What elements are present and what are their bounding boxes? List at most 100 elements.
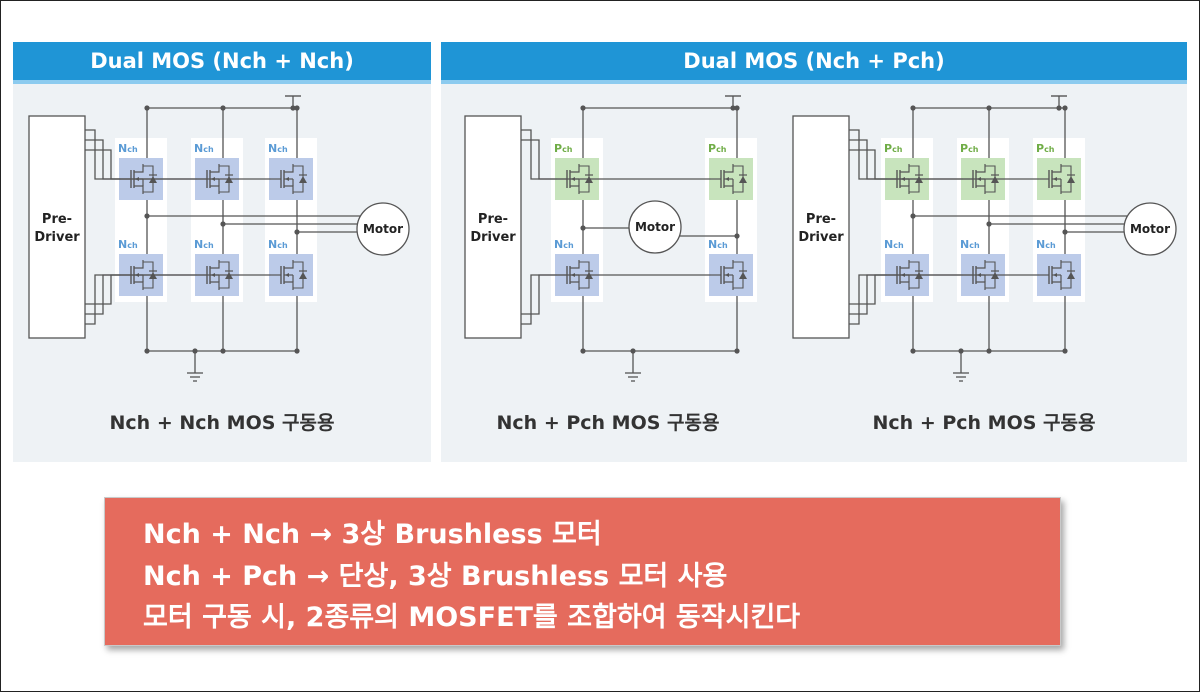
mosfet-type-label: Pch: [554, 142, 573, 155]
pre-driver-label: Pre-: [42, 212, 72, 227]
pre-driver-label: Driver: [798, 230, 844, 245]
junction-dot: [1062, 348, 1068, 354]
mosfet-drain: [284, 260, 294, 269]
mosfet-drain: [724, 260, 734, 269]
mosfet-type-label: Pch: [708, 142, 727, 155]
mosfet-drain: [900, 260, 910, 269]
mosfet-drain: [976, 164, 986, 173]
junction-dot: [1056, 105, 1062, 111]
pre-driver-block: [792, 115, 850, 339]
mosfet-drain: [210, 260, 220, 269]
panel-caption-three-phase: Nch + Pch MOS 구동용: [872, 412, 1096, 434]
mosfet-arrow: [285, 273, 289, 277]
mosfet-type-label: Pch: [1036, 142, 1055, 155]
junction-dot: [910, 105, 916, 111]
mosfet-type-label: Nch: [960, 238, 980, 251]
wire: [85, 149, 271, 180]
mosfet-type-label: Nch: [1036, 238, 1056, 251]
junction-dot: [290, 105, 296, 111]
mosfet-type-label: Nch: [268, 238, 288, 251]
panel-header-strip: [13, 80, 431, 84]
junction-dot: [144, 348, 150, 354]
motor-symbol: [1123, 202, 1177, 256]
mosfet-type-label: Pch: [884, 142, 903, 155]
mosfet-diode: [1067, 272, 1075, 279]
mosfet-type-label: Nch: [118, 142, 138, 155]
mosfet-drain: [570, 164, 580, 173]
wire: [521, 274, 711, 315]
mosfet-diode: [1067, 176, 1075, 183]
mosfet-type-label: Nch: [554, 238, 574, 251]
mosfet-diode: [739, 176, 747, 183]
junction-dot: [580, 105, 586, 111]
panel-title: Dual MOS (Nch + Pch): [441, 42, 1187, 80]
motor-symbol: [628, 200, 682, 254]
callout-line-1: Nch + Nch → 3상 Brushless 모터: [143, 519, 602, 550]
callout-line-2: Nch + Pch → 단상, 3상 Brushless 모터 사용: [143, 561, 728, 592]
mosfet-type-label: Nch: [708, 238, 728, 251]
panel-title-text: Dual MOS (Nch + Nch): [90, 49, 354, 73]
mosfet-drain: [900, 164, 910, 173]
junction-dot: [220, 348, 226, 354]
pre-driver-label: Driver: [470, 230, 516, 245]
junction-dot: [294, 348, 300, 354]
motor-symbol: [356, 202, 410, 256]
mosfet-type-label: Nch: [194, 142, 214, 155]
mosfet-type-label: Nch: [118, 238, 138, 251]
mosfet-arrow: [725, 273, 729, 277]
mosfet-type-label: Nch: [268, 142, 288, 155]
panel-title: Dual MOS (Nch + Nch): [13, 42, 431, 80]
junction-dot: [294, 105, 300, 111]
junction-dot: [986, 105, 992, 111]
mosfet-type-label: Pch: [960, 142, 979, 155]
mosfet-drain: [976, 260, 986, 269]
junction-dot: [986, 348, 992, 354]
mosfet-diode: [299, 176, 307, 183]
panel-caption: Nch + Nch MOS 구동용: [109, 412, 335, 434]
panel-caption-single-phase: Nch + Pch MOS 구동용: [496, 412, 720, 434]
pre-driver-block: [464, 115, 522, 339]
mosfet-drain: [284, 164, 294, 173]
mosfet-drain: [134, 164, 144, 173]
mosfet-type-label: Nch: [194, 238, 214, 251]
junction-dot: [1062, 105, 1068, 111]
motor-label: Motor: [1130, 222, 1170, 236]
mosfet-drain: [134, 260, 144, 269]
junction-dot: [220, 105, 226, 111]
mosfet-arrow: [1053, 273, 1057, 277]
wire: [849, 274, 1039, 305]
mosfet-diode: [739, 272, 747, 279]
mosfet-type-label: Nch: [884, 238, 904, 251]
panel-title-text: Dual MOS (Nch + Pch): [683, 49, 945, 73]
wire: [849, 149, 1039, 180]
mosfet-drain: [1052, 260, 1062, 269]
mosfet-drain: [1052, 164, 1062, 173]
mosfet-arrow: [285, 177, 289, 181]
panel-header-strip: [441, 80, 1187, 84]
wire: [521, 139, 711, 180]
mosfet-arrow: [725, 177, 729, 181]
pre-driver-label: Driver: [34, 230, 80, 245]
junction-dot: [734, 105, 740, 111]
pre-driver-label: Pre-: [806, 212, 836, 227]
junction-dot: [730, 105, 736, 111]
summary-callout: Nch + Nch → 3상 Brushless 모터 Nch + Pch → …: [104, 497, 1061, 646]
pre-driver-block: [28, 115, 86, 339]
mosfet-arrow: [1053, 177, 1057, 181]
junction-dot: [734, 348, 740, 354]
motor-label: Motor: [635, 220, 675, 234]
junction-dot: [144, 105, 150, 111]
mosfet-drain: [570, 260, 580, 269]
callout-line-3: 모터 구동 시, 2종류의 MOSFET를 조합하여 동작시킨다: [143, 602, 801, 633]
mosfet-drain: [210, 164, 220, 173]
pre-driver-label: Pre-: [478, 212, 508, 227]
junction-dot: [580, 348, 586, 354]
junction-dot: [910, 348, 916, 354]
wire: [85, 274, 271, 305]
motor-label: Motor: [363, 222, 403, 236]
mosfet-diode: [299, 272, 307, 279]
